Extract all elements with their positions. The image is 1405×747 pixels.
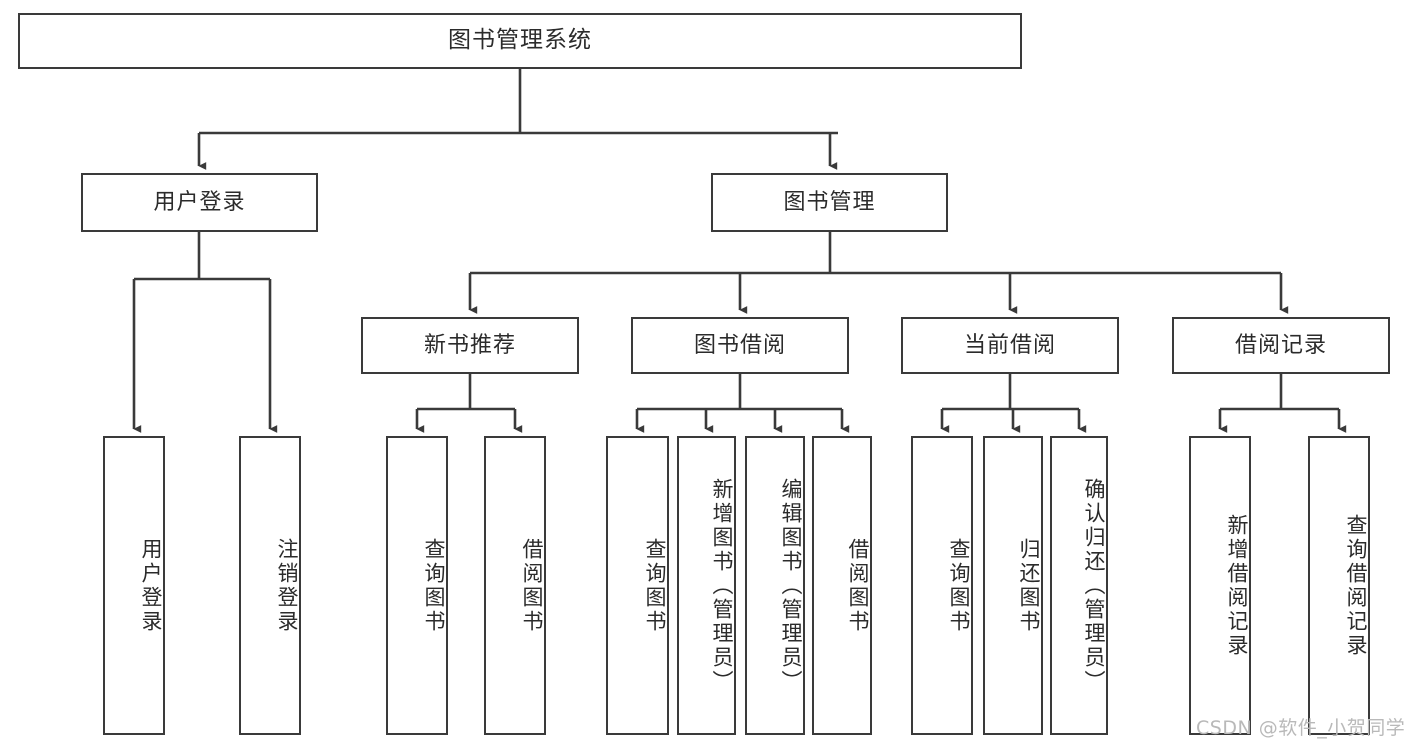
node-leaf-9[interactable]: 归还图书 (983, 436, 1043, 735)
node-leaf-6-label: 编辑图书（管理员） (779, 477, 803, 694)
node-level2-1[interactable]: 图书管理 (711, 173, 948, 232)
node-leaf-5[interactable]: 新增图书（管理员） (677, 436, 736, 735)
node-level3-1-label: 图书借阅 (693, 332, 786, 358)
node-leaf-1-label: 注销登录 (275, 537, 299, 634)
node-leaf-4[interactable]: 查询图书 (606, 436, 669, 735)
node-leaf-11[interactable]: 新增借阅记录 (1189, 436, 1251, 735)
node-leaf-8-label: 查询图书 (947, 537, 971, 634)
node-level3-2-label: 当前借阅 (963, 332, 1056, 358)
node-leaf-11-label: 新增借阅记录 (1225, 513, 1249, 658)
node-leaf-5-label: 新增图书（管理员） (710, 477, 734, 694)
node-leaf-2[interactable]: 查询图书 (386, 436, 448, 735)
node-level2-0-label: 用户登录 (153, 189, 246, 215)
node-leaf-7[interactable]: 借阅图书 (812, 436, 872, 735)
node-root[interactable]: 图书管理系统 (18, 13, 1022, 69)
node-leaf-12-label: 查询借阅记录 (1344, 513, 1368, 658)
node-leaf-9-label: 归还图书 (1017, 537, 1041, 634)
node-leaf-2-label: 查询图书 (422, 537, 446, 634)
csdn-watermark: CSDN @软件_小贺同学 (1196, 717, 1405, 739)
node-leaf-10[interactable]: 确认归还（管理员） (1050, 436, 1108, 735)
node-root-label: 图书管理系统 (448, 27, 592, 54)
node-level3-0[interactable]: 新书推荐 (361, 317, 579, 374)
node-leaf-6[interactable]: 编辑图书（管理员） (745, 436, 805, 735)
node-leaf-0-label: 用户登录 (139, 537, 163, 634)
node-leaf-3[interactable]: 借阅图书 (484, 436, 546, 735)
node-leaf-7-label: 借阅图书 (846, 537, 870, 634)
node-leaf-8[interactable]: 查询图书 (911, 436, 973, 735)
node-level3-3[interactable]: 借阅记录 (1172, 317, 1390, 374)
node-level3-0-label: 新书推荐 (423, 332, 516, 358)
node-leaf-0[interactable]: 用户登录 (103, 436, 165, 735)
node-level2-1-label: 图书管理 (783, 189, 876, 215)
node-leaf-4-label: 查询图书 (643, 537, 667, 634)
node-level3-1[interactable]: 图书借阅 (631, 317, 849, 374)
node-level2-0[interactable]: 用户登录 (81, 173, 318, 232)
node-level3-2[interactable]: 当前借阅 (901, 317, 1119, 374)
node-level3-3-label: 借阅记录 (1234, 332, 1327, 358)
node-leaf-3-label: 借阅图书 (520, 537, 544, 634)
node-leaf-10-label: 确认归还（管理员） (1082, 477, 1106, 694)
node-leaf-12[interactable]: 查询借阅记录 (1308, 436, 1370, 735)
node-leaf-1[interactable]: 注销登录 (239, 436, 301, 735)
